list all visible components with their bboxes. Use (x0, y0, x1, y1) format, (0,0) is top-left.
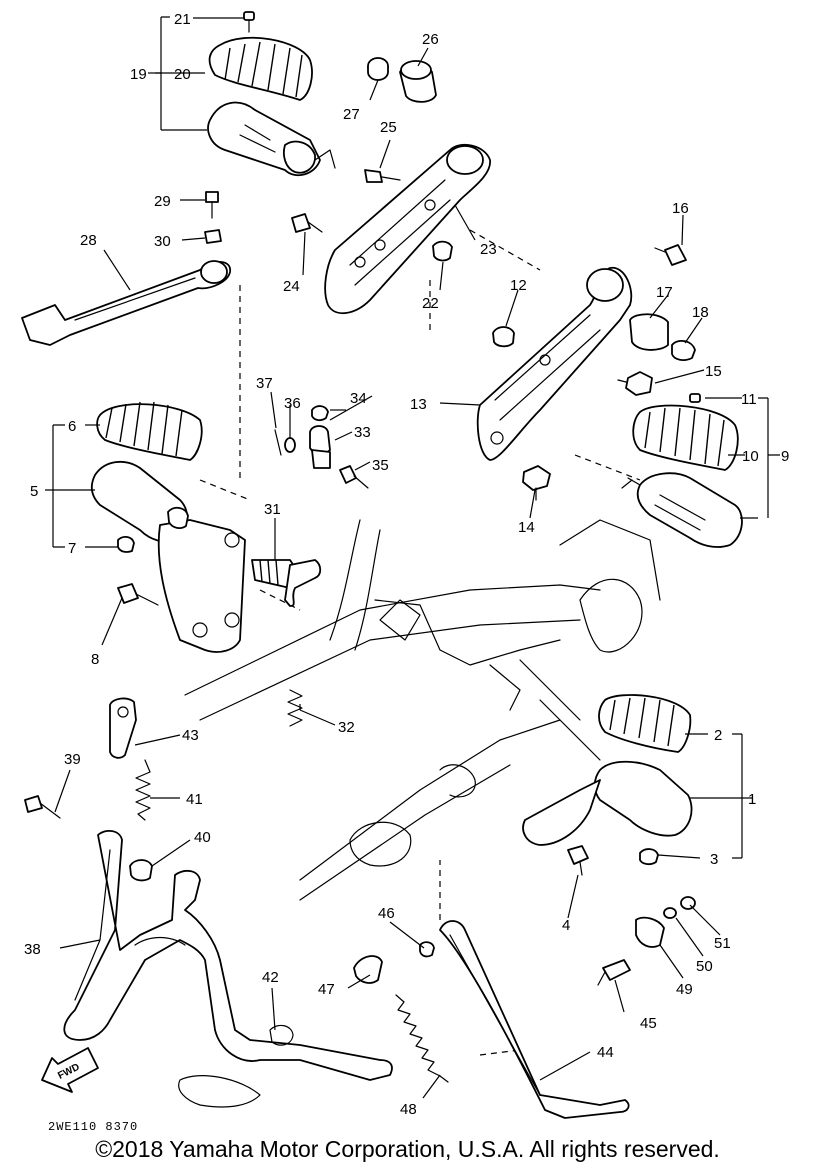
callout-32: 32 (338, 719, 355, 736)
callout-30: 30 (154, 233, 171, 250)
callout-19: 19 (130, 66, 147, 83)
callout-33: 33 (354, 424, 371, 441)
callout-28: 28 (80, 232, 97, 249)
bracket-13 (476, 244, 696, 501)
callout-39: 39 (64, 751, 81, 768)
rider-footrest-lower-right (522, 694, 693, 876)
shift-linkage (251, 405, 369, 607)
callout-35: 35 (372, 457, 389, 474)
callout-31: 31 (264, 501, 281, 518)
callout-6: 6 (68, 418, 76, 435)
callout-4: 4 (562, 917, 570, 934)
callout-40: 40 (194, 829, 211, 846)
callout-9: 9 (781, 448, 789, 465)
callout-7: 7 (68, 540, 76, 557)
rider-footrest-right (621, 393, 743, 548)
callout-44: 44 (597, 1044, 614, 1061)
copyright-notice: ©2018 Yamaha Motor Corporation, U.S.A. A… (95, 1136, 720, 1162)
callout-3: 3 (710, 851, 718, 868)
callout-14: 14 (518, 519, 535, 536)
callout-42: 42 (262, 969, 279, 986)
callout-48: 48 (400, 1101, 417, 1118)
passenger-footrest-left (90, 401, 246, 653)
callout-46: 46 (378, 905, 395, 922)
callout-10: 10 (742, 448, 759, 465)
shift-pedal (21, 191, 231, 346)
callout-47: 47 (318, 981, 335, 998)
callout-41: 41 (186, 791, 203, 808)
callout-36: 36 (284, 395, 301, 412)
callout-1: 1 (748, 791, 756, 808)
callout-21: 21 (174, 11, 191, 28)
spring-32 (287, 689, 303, 727)
callout-13: 13 (410, 396, 427, 413)
callout-18: 18 (692, 304, 709, 321)
callout-labels: 1 2 3 4 5 6 7 8 9 10 11 12 13 14 15 16 1… (24, 11, 789, 1118)
callout-45: 45 (640, 1015, 657, 1032)
callout-8: 8 (91, 651, 99, 668)
callout-51: 51 (714, 935, 731, 952)
callout-29: 29 (154, 193, 171, 210)
callout-37: 37 (256, 375, 273, 392)
callout-26: 26 (422, 31, 439, 48)
main-stand (63, 829, 393, 1108)
callout-50: 50 (696, 958, 713, 975)
callout-24: 24 (283, 278, 300, 295)
callout-34: 34 (350, 390, 367, 407)
callout-12: 12 (510, 277, 527, 294)
callout-25: 25 (380, 119, 397, 136)
frame-outline (184, 229, 661, 1056)
callout-2: 2 (714, 727, 722, 744)
callout-22: 22 (422, 295, 439, 312)
callout-15: 15 (705, 363, 722, 380)
leader-lines (45, 16, 780, 1099)
callout-17: 17 (656, 284, 673, 301)
callout-11: 11 (741, 391, 757, 408)
callout-49: 49 (676, 981, 693, 998)
sidestand-plate-parts (24, 697, 153, 882)
callout-16: 16 (672, 200, 689, 217)
callout-5: 5 (30, 483, 38, 500)
rider-footrest-rear (207, 11, 336, 177)
callout-38: 38 (24, 941, 41, 958)
find-arrow-icon: FWD (41, 1047, 99, 1093)
callout-20: 20 (174, 66, 191, 83)
bracket-23 (291, 57, 491, 314)
side-stand (353, 896, 696, 1119)
callout-23: 23 (480, 241, 497, 258)
drawing-code: 2WE110 8370 (48, 1120, 138, 1134)
callout-43: 43 (182, 727, 199, 744)
callout-27: 27 (343, 106, 360, 123)
